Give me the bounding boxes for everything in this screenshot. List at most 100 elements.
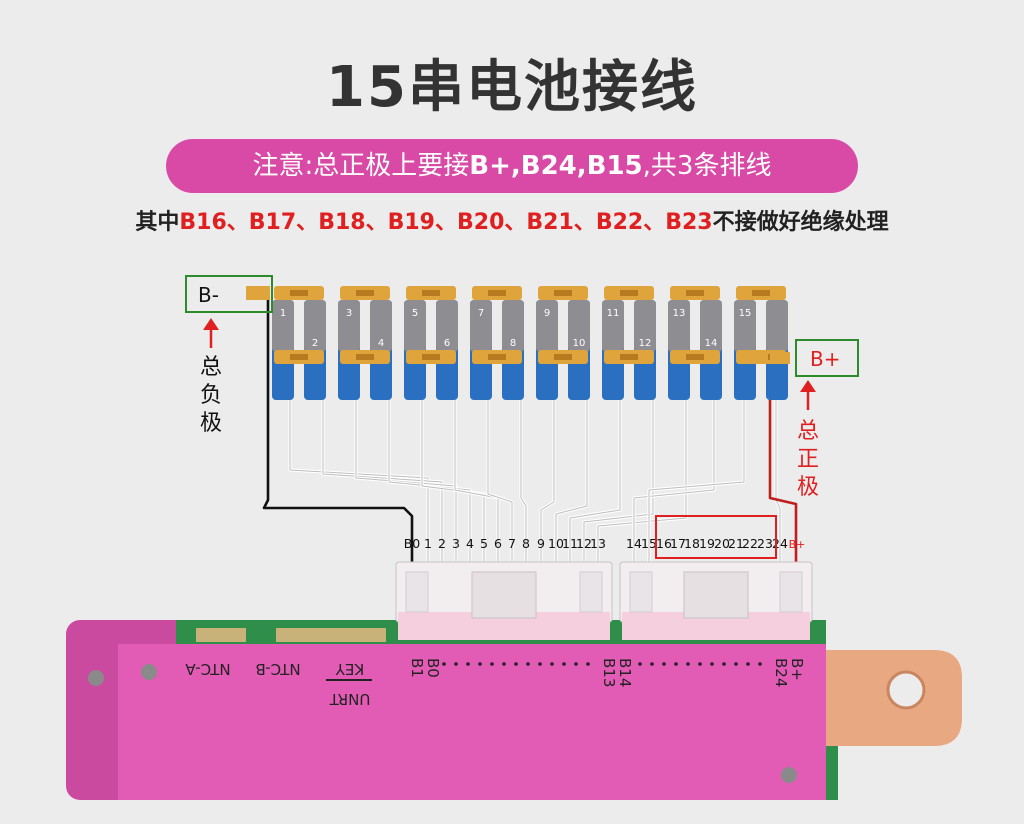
cell-top bbox=[568, 300, 590, 352]
connector-ear bbox=[405, 571, 429, 613]
board-dot bbox=[538, 662, 542, 666]
strip-notch bbox=[686, 354, 704, 360]
cell-number: 13 bbox=[673, 308, 686, 319]
connector-latch bbox=[683, 571, 749, 619]
board-dot bbox=[638, 662, 642, 666]
screw-icon bbox=[141, 664, 157, 680]
subnote-item: B22 bbox=[595, 210, 644, 235]
cell-top bbox=[536, 300, 558, 352]
subnote-prefix: 其中 bbox=[135, 210, 180, 235]
board-dot bbox=[686, 662, 690, 666]
wire-balance bbox=[453, 400, 500, 562]
cell-top bbox=[700, 300, 722, 352]
pos-caption-char: 正 bbox=[797, 447, 819, 472]
wire-balance-edge bbox=[289, 400, 429, 562]
strip-notch bbox=[290, 354, 308, 360]
connector-pin-label: 20 bbox=[714, 536, 730, 551]
cell-number: 4 bbox=[378, 338, 384, 349]
board-dot bbox=[734, 662, 738, 666]
strip-notch bbox=[620, 354, 638, 360]
strip-notch bbox=[686, 290, 704, 296]
subnote-suffix: 不接做好绝缘处理 bbox=[712, 210, 889, 235]
subnote-separator: 、 bbox=[296, 210, 319, 235]
cell-number: 3 bbox=[346, 308, 352, 319]
connector-pin-label: 8 bbox=[522, 536, 530, 551]
board-dot bbox=[478, 662, 482, 666]
connector-pin-label: 9 bbox=[537, 536, 545, 551]
screw-hole bbox=[88, 670, 104, 686]
connector-pin-label: 14 bbox=[626, 536, 642, 551]
board-dot bbox=[562, 662, 566, 666]
connector-pin-label: 13 bbox=[590, 536, 606, 551]
wire-b0 bbox=[262, 294, 414, 562]
b-plus-label: B+ bbox=[810, 347, 840, 371]
sub-note: 其中B16、B17、B18、B19、B20、B21、B22、B23不接做好绝缘处… bbox=[0, 204, 1024, 236]
note-suffix: ,共3条排线 bbox=[642, 151, 772, 181]
strip-notch bbox=[620, 290, 638, 296]
strip-notch bbox=[356, 290, 374, 296]
connector-pin-label: 17 bbox=[670, 536, 686, 551]
cell-top bbox=[634, 300, 656, 352]
connector-pin-label: 22 bbox=[742, 536, 758, 551]
strip-notch bbox=[422, 290, 440, 296]
connector-pin-label: 19 bbox=[699, 536, 715, 551]
page-title: 15串电池接线 bbox=[326, 55, 698, 120]
board-label: KEY bbox=[335, 660, 364, 678]
cell-top bbox=[668, 300, 690, 352]
subnote-separator: 、 bbox=[226, 210, 249, 235]
connector-pin-label: 24 bbox=[772, 536, 788, 551]
note-highlight: B+,B24,B15 bbox=[469, 151, 643, 181]
board-label: NTC-A bbox=[185, 660, 231, 678]
connector-pin-label: B+ bbox=[789, 538, 806, 551]
cell-top bbox=[602, 300, 624, 352]
b-minus-pad bbox=[246, 286, 270, 300]
wire-balance-edge bbox=[520, 400, 527, 562]
connector-pin-label: 6 bbox=[494, 536, 502, 551]
connector-pin-label: 1 bbox=[424, 536, 432, 551]
wire-balance-edge bbox=[322, 400, 443, 562]
b-minus-label: B- bbox=[198, 283, 219, 307]
terminal-hole bbox=[886, 670, 926, 710]
board-label: UNRT bbox=[329, 690, 371, 708]
connector-pin-label: 2 bbox=[438, 536, 446, 551]
board-pin-label: B1 bbox=[408, 658, 426, 678]
board-dot bbox=[698, 662, 702, 666]
board-dot bbox=[758, 662, 762, 666]
wire-balance-edge bbox=[487, 400, 513, 562]
pcb-pad bbox=[276, 628, 386, 642]
pcb-pad bbox=[196, 628, 246, 642]
cell-top bbox=[470, 300, 492, 352]
board-dot bbox=[674, 662, 678, 666]
strip-notch bbox=[554, 290, 572, 296]
cell-top bbox=[766, 300, 788, 352]
subnote-item: B17 bbox=[248, 210, 297, 235]
wire-balance-edge bbox=[648, 400, 745, 562]
connector-pin-label: 3 bbox=[452, 536, 460, 551]
subnote-separator: 、 bbox=[365, 210, 388, 235]
connector-pin-label: 15 bbox=[641, 536, 657, 551]
subnote-separator: 、 bbox=[573, 210, 596, 235]
note-banner: 注意:总正极上要接B+,B24,B15,共3条排线 bbox=[166, 139, 858, 193]
connector-pin-label: 18 bbox=[684, 536, 700, 551]
pos-caption-char: 极 bbox=[797, 475, 819, 500]
subnote-item: B16 bbox=[179, 210, 227, 235]
strip-notch bbox=[290, 290, 308, 296]
cell-number: 10 bbox=[573, 338, 586, 349]
board-dot bbox=[526, 662, 530, 666]
cell-number: 7 bbox=[478, 308, 484, 319]
wire-balance-edge bbox=[569, 400, 621, 562]
strip-notch bbox=[422, 354, 440, 360]
cell-number: 14 bbox=[705, 338, 718, 349]
strip-notch bbox=[554, 354, 572, 360]
board-dot bbox=[710, 662, 714, 666]
connector-ear bbox=[579, 571, 603, 613]
board-pin-label: B13 bbox=[600, 658, 618, 687]
wire-balance-edge bbox=[454, 400, 499, 562]
board-dot bbox=[514, 662, 518, 666]
connector-pin-label: 23 bbox=[757, 536, 773, 551]
board-dot bbox=[662, 662, 666, 666]
subnote-item: B23 bbox=[665, 210, 713, 235]
wire-balance-edge bbox=[355, 400, 457, 562]
